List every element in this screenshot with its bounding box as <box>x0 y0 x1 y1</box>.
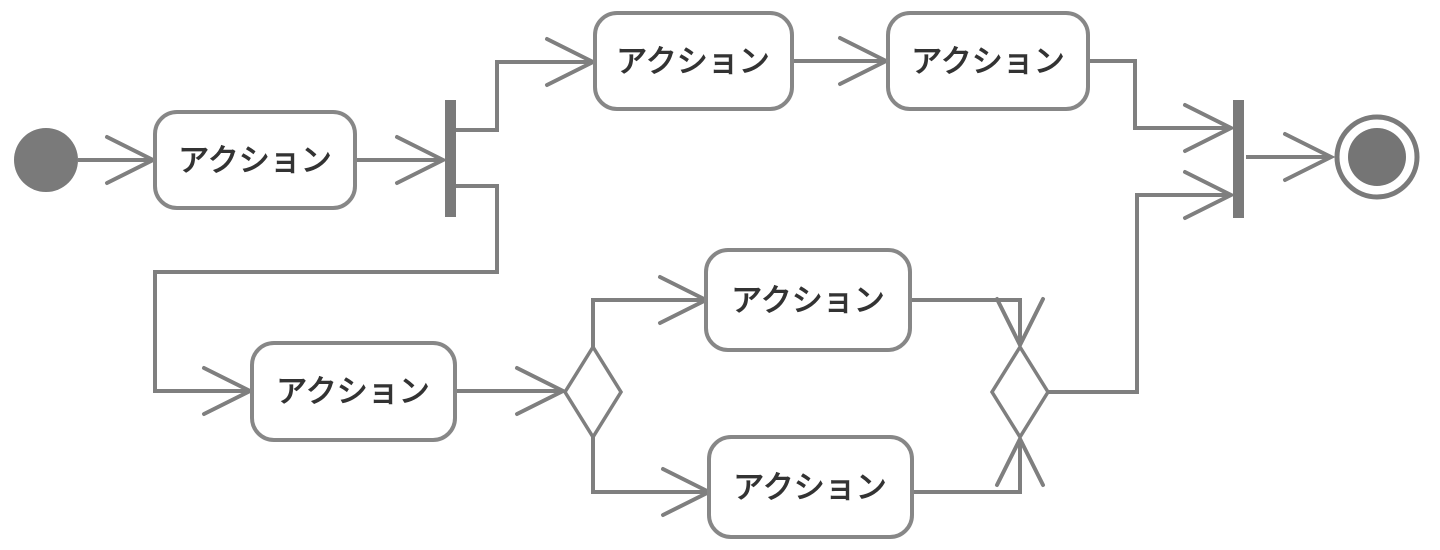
edge-merge-to-join <box>1048 170 1236 394</box>
edge-fork-to-action-top-1 <box>456 37 598 132</box>
edge-action-top-1-to-action-top-2 <box>792 36 891 86</box>
edge-action-bottom-to-decision <box>455 366 568 416</box>
fork-bar <box>445 100 456 217</box>
activity-final-node <box>1334 114 1420 200</box>
merge-diamond <box>989 343 1051 441</box>
action-node-top-2: アクション <box>886 11 1090 111</box>
action-node-branch-lower: アクション <box>707 435 914 539</box>
action-node-branch-upper: アクション <box>704 248 912 352</box>
edge-action-branch-upper-to-merge <box>910 297 1045 350</box>
edge-action-top-2-to-join <box>1088 59 1236 153</box>
edge-initial-to-action-first <box>78 135 158 185</box>
arrowhead-icon <box>395 135 448 185</box>
arrowhead-icon <box>1183 170 1236 220</box>
arrowhead-icon <box>515 366 568 416</box>
action-node-top-1-label: アクション <box>616 44 769 80</box>
final-node-inner-circle <box>1348 128 1406 186</box>
action-node-bottom-label: アクション <box>276 374 429 410</box>
edge-join-to-final <box>1246 132 1336 182</box>
arrowhead-icon <box>1183 103 1236 153</box>
edge-decision-to-action-branch-lower <box>591 437 714 517</box>
action-node-top-2-label: アクション <box>911 44 1064 80</box>
action-node-top-1: アクション <box>593 11 794 111</box>
edge-action-first-to-fork <box>355 135 448 185</box>
edge-decision-to-action-branch-upper <box>591 275 711 347</box>
decision-diamond <box>562 343 624 441</box>
action-node-branch-lower-label: アクション <box>733 470 886 506</box>
final-node-outer-ring <box>1334 114 1420 200</box>
join-bar <box>1233 100 1244 218</box>
action-node-first-label: アクション <box>178 143 331 179</box>
action-node-first: アクション <box>153 110 357 210</box>
edge-action-branch-lower-to-merge <box>912 434 1045 494</box>
initial-node <box>14 128 78 192</box>
action-node-branch-upper-label: アクション <box>731 283 884 319</box>
action-node-bottom: アクション <box>250 341 457 442</box>
arrowhead-icon <box>1283 132 1336 182</box>
